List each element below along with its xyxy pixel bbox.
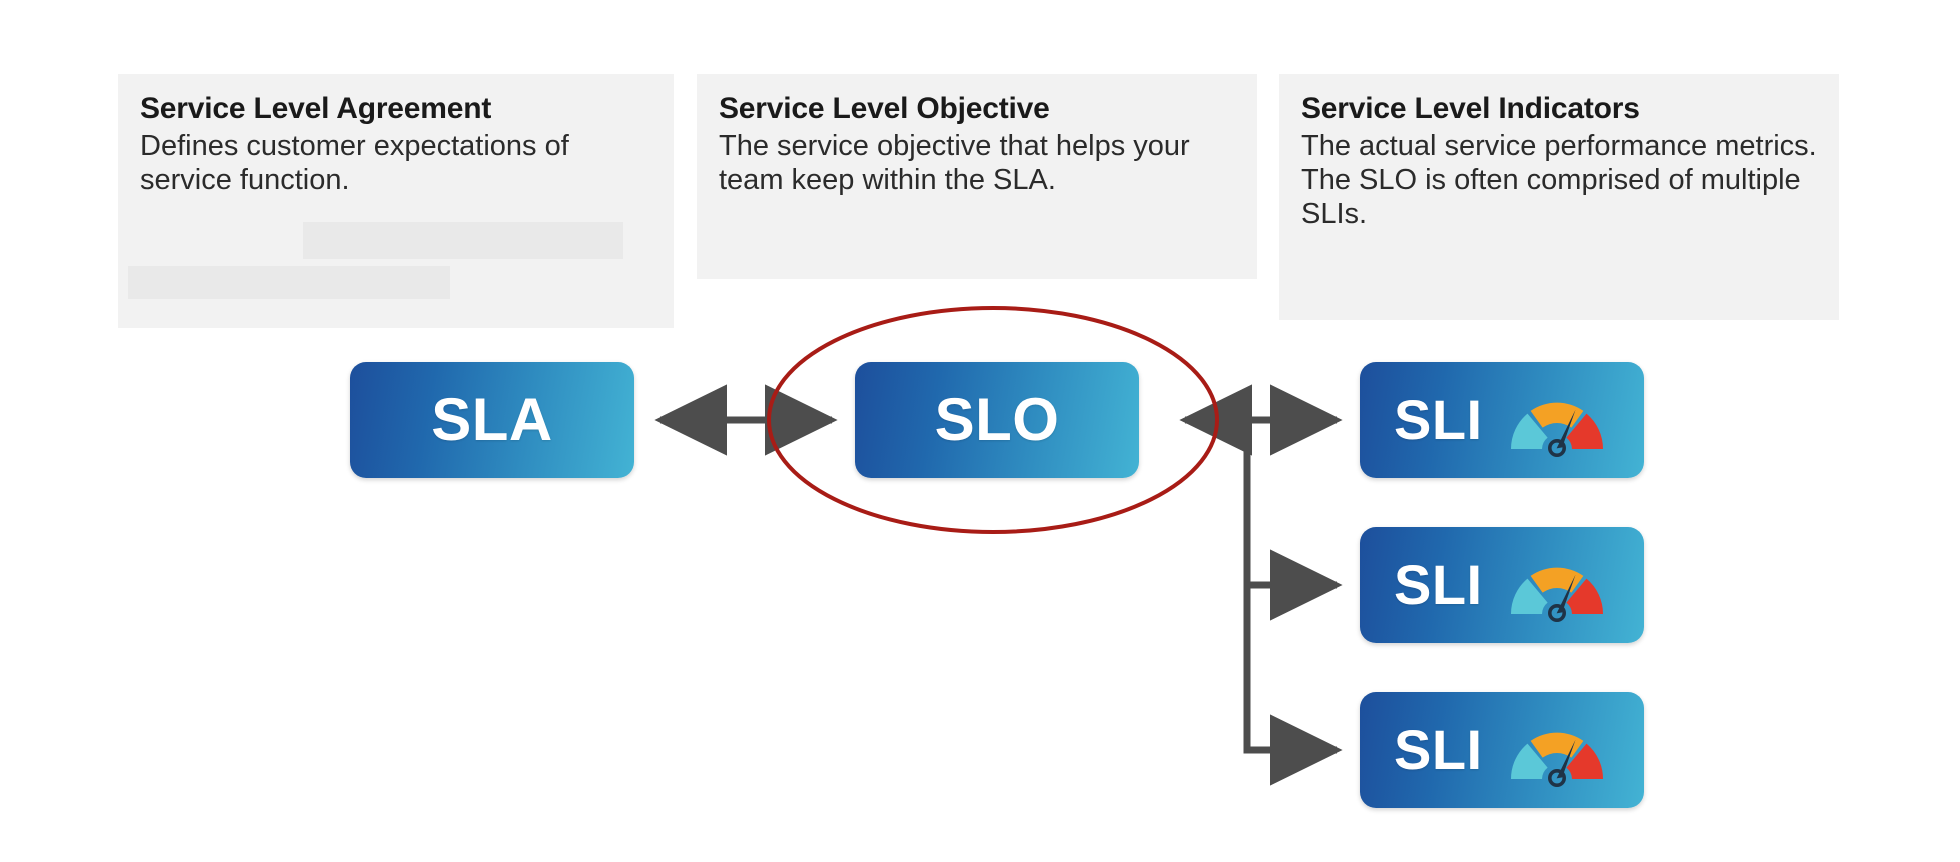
redacted-bar <box>303 222 623 259</box>
card-body: The actual service performance metrics. … <box>1301 129 1817 231</box>
card-service-level-indicators: Service Level Indicators The actual serv… <box>1279 74 1839 320</box>
card-body: The service objective that helps your te… <box>719 129 1190 197</box>
node-sli-2[interactable]: SLI <box>1360 527 1644 643</box>
card-service-level-agreement: Service Level Agreement Defines customer… <box>118 74 674 328</box>
card-title: Service Level Indicators <box>1301 92 1640 125</box>
node-sli-1[interactable]: SLI <box>1360 362 1644 478</box>
node-label: SLO <box>934 386 1060 453</box>
gauge-icon <box>1510 732 1603 787</box>
card-title: Service Level Objective <box>719 92 1050 125</box>
card-service-level-objective: Service Level Objective The service obje… <box>697 74 1257 279</box>
redacted-bar <box>128 266 450 299</box>
node-sla[interactable]: SLA <box>350 362 634 478</box>
node-label: SLI <box>1394 553 1483 616</box>
gauge-icon <box>1510 402 1603 457</box>
node-sli-3[interactable]: SLI <box>1360 692 1644 808</box>
node-label: SLI <box>1394 388 1483 451</box>
node-label: SLA <box>431 386 553 453</box>
node-label: SLI <box>1394 718 1483 781</box>
card-body: Defines customer expectations of service… <box>140 129 569 197</box>
card-title: Service Level Agreement <box>140 92 492 125</box>
node-slo[interactable]: SLO <box>855 362 1139 478</box>
gauge-icon <box>1510 567 1603 622</box>
